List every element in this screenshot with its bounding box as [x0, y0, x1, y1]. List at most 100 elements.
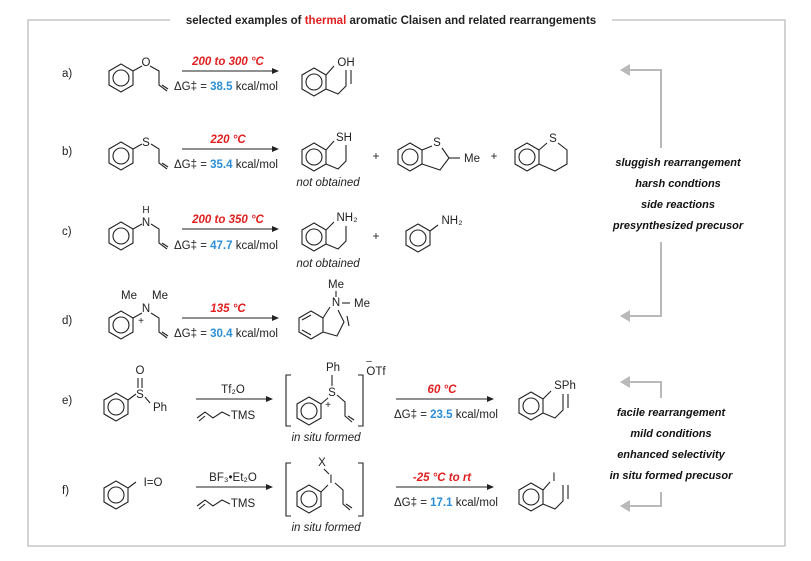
svg-text:X: X: [318, 457, 326, 469]
svg-text:+: +: [138, 316, 144, 327]
row-c: c) N H 200 to 350 °C ΔG‡ = 47.7 kcal/mol…: [62, 205, 463, 270]
svg-text:OH: OH: [337, 57, 354, 69]
svg-text:Me: Me: [152, 290, 168, 302]
row-f: f) I=O BF₃•Et₂O TMS I X in situ forme: [62, 457, 569, 534]
aniline: NH₂: [405, 215, 463, 253]
svg-text:O: O: [142, 57, 151, 69]
dg-b: ΔG‡ = 35.4 kcal/mol: [174, 159, 278, 171]
note-line: mild conditions: [630, 428, 711, 440]
note-f: in situ formed: [291, 522, 361, 534]
svg-text:H: H: [142, 205, 149, 216]
svg-text:Me: Me: [328, 279, 344, 291]
allyl-tms-e: TMS: [196, 410, 256, 422]
product-b-dihydrobenzothiophene: S Me: [397, 137, 480, 172]
row-label: f): [62, 485, 69, 497]
svg-text:Me: Me: [464, 153, 480, 165]
condition-c: 200 to 350 °C: [191, 214, 264, 226]
note-b: not obtained: [296, 177, 360, 189]
note-line: facile rearrangement: [617, 407, 727, 419]
condition-d: 135 °C: [210, 303, 246, 315]
row-label: d): [62, 315, 72, 327]
product-b-thiochromane: S: [514, 133, 568, 172]
svg-text:Ph: Ph: [326, 362, 340, 374]
product-d-dearomatized: N Me Me: [298, 279, 370, 340]
row-a: a) O 200 to 300 °C ΔG‡ = 38.5 kcal/mol O…: [62, 56, 355, 97]
allyl-dimethylanilinium: N + Me Me: [108, 290, 169, 340]
product-e: SPh: [518, 380, 576, 421]
dg-a: ΔG‡ = 38.5 kcal/mol: [174, 81, 278, 93]
row-label: e): [62, 395, 72, 407]
figure-title: selected examples of thermal aromatic Cl…: [186, 15, 596, 27]
svg-text:Me: Me: [354, 298, 370, 310]
allyl-phenyl-ether: O: [108, 57, 169, 93]
svg-text:OTf: OTf: [366, 366, 386, 378]
svg-text:N: N: [332, 297, 340, 309]
row-e: e) S O Ph Tf₂O TMS S + Ph: [62, 356, 576, 444]
svg-text:I=O: I=O: [144, 477, 163, 489]
dg-e: ΔG‡ = 23.5 kcal/mol: [394, 409, 498, 421]
dg-c: ΔG‡ = 47.7 kcal/mol: [174, 240, 278, 252]
condition-e: 60 °C: [428, 384, 458, 396]
iodane-intermediate: I X: [285, 457, 364, 517]
svg-text:S: S: [433, 137, 441, 149]
product-b-thiol: SH: [301, 132, 352, 172]
svg-text:S: S: [142, 137, 150, 149]
allyl-phenyl-sulfide: S: [108, 137, 169, 171]
note-e: in situ formed: [291, 432, 361, 444]
svg-text:I: I: [552, 472, 555, 484]
condition-f: -25 °C to rt: [413, 472, 472, 484]
svg-text:I: I: [329, 474, 332, 486]
svg-text:S: S: [136, 389, 144, 401]
svg-text:–: –: [366, 356, 372, 367]
note-line: side reactions: [641, 199, 715, 211]
reagent-f: BF₃•Et₂O: [209, 472, 257, 484]
svg-text:TMS: TMS: [231, 498, 256, 510]
note-line: harsh condtions: [635, 178, 721, 190]
sulfonium-intermediate: S + Ph OTf –: [285, 356, 386, 427]
product-c-aniline: NH₂: [301, 212, 358, 252]
condition-a: 200 to 300 °C: [191, 56, 264, 68]
product-f: I: [518, 472, 569, 512]
svg-text:NH₂: NH₂: [441, 215, 462, 227]
svg-text:SPh: SPh: [554, 380, 576, 392]
svg-text:N: N: [142, 217, 150, 229]
svg-text:N: N: [142, 303, 150, 315]
row-b: b) S 220 °C ΔG‡ = 35.4 kcal/mol SH not o…: [62, 132, 568, 189]
row-label: c): [62, 226, 72, 238]
phenyl-sulfoxide: S O Ph: [103, 365, 167, 422]
svg-text:S: S: [549, 133, 557, 145]
svg-text:S: S: [328, 387, 336, 399]
svg-text:O: O: [136, 365, 145, 377]
condition-b: 220 °C: [209, 134, 246, 146]
allyl-tms-f: TMS: [196, 498, 256, 510]
svg-text:+: +: [373, 151, 380, 163]
svg-text:NH₂: NH₂: [336, 212, 357, 224]
product-a: OH: [301, 57, 355, 97]
side-notes-bottom: facile rearrangement mild conditions enh…: [610, 407, 734, 482]
note-c: not obtained: [296, 258, 360, 270]
note-line: enhanced selectivity: [617, 449, 725, 461]
svg-text:+: +: [325, 400, 331, 411]
note-line: sluggish rearrangement: [615, 157, 742, 169]
dg-d: ΔG‡ = 30.4 kcal/mol: [174, 328, 278, 340]
bracket-arrow-top: [620, 64, 662, 322]
note-line: presynthesized precusor: [612, 220, 744, 232]
reagent-e: Tf₂O: [221, 384, 245, 396]
n-allyl-aniline: N H: [108, 205, 169, 251]
row-label: a): [62, 68, 72, 80]
figure-frame: [27, 19, 786, 547]
svg-text:Me: Me: [121, 290, 137, 302]
svg-text:Ph: Ph: [153, 402, 167, 414]
iodosylbenzene: I=O: [103, 477, 163, 510]
row-d: d) N + Me Me 135 °C ΔG‡ = 30.4 kcal/mol …: [62, 279, 370, 340]
svg-text:+: +: [373, 231, 380, 243]
bracket-arrow-bottom: [620, 376, 662, 512]
note-line: in situ formed precusor: [610, 470, 734, 482]
svg-text:SH: SH: [336, 132, 352, 144]
svg-text:TMS: TMS: [231, 410, 256, 422]
svg-text:+: +: [491, 151, 498, 163]
dg-f: ΔG‡ = 17.1 kcal/mol: [394, 497, 498, 509]
side-notes-top: sluggish rearrangement harsh condtions s…: [612, 157, 744, 232]
row-label: b): [62, 146, 72, 158]
